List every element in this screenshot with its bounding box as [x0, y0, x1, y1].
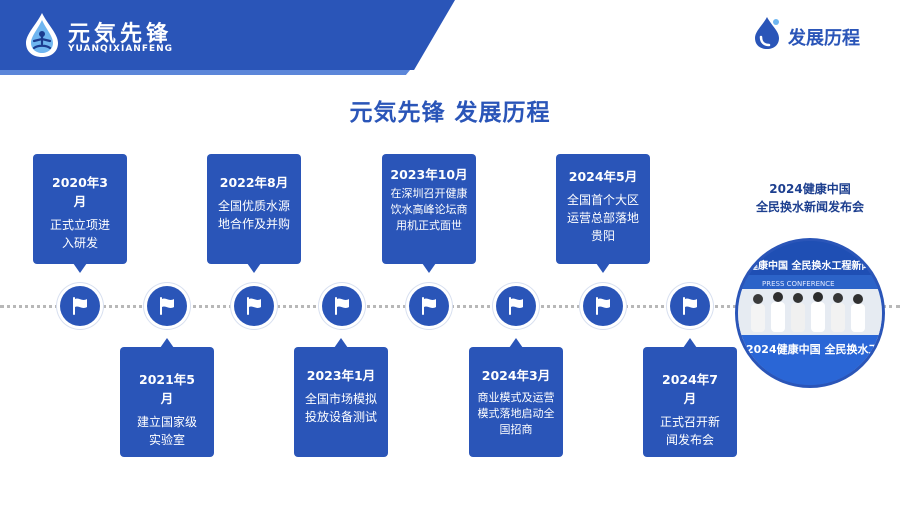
milestone-flag [409, 286, 449, 326]
event-title-line1: 2024健康中国 [769, 182, 851, 196]
photo-banner-top: 健康中国 全民换水工程新闻 [748, 259, 871, 272]
milestone-text: 在深圳召开健康饮水高峰论坛商用机正式面世 [390, 187, 468, 232]
milestone-date: 2024年7月 [662, 372, 718, 406]
photo-banner-bottom: 2024健康中国 全民换水工程 [746, 342, 882, 356]
milestone-date: 2024年5月 [568, 169, 638, 184]
milestone-flag [670, 286, 710, 326]
flag-icon [247, 297, 261, 315]
milestone-card: 2023年1月 全国市场模拟投放设备测试 [294, 338, 388, 457]
section-title: 发展历程 [788, 28, 860, 49]
milestone-card: 2023年10月 在深圳召开健康饮水高峰论坛商用机正式面世 [382, 154, 476, 273]
event-title: 2024健康中国 全民换水新闻发布会 [735, 180, 885, 216]
press-people [751, 292, 865, 332]
brand-name-en: YUANQIXIANFENG [68, 44, 174, 54]
milestone-card: 2024年7月 正式召开新闻发布会 [643, 338, 737, 457]
milestone-flag [234, 286, 274, 326]
event-photo: 健康中国 全民换水工程新闻 PRESS CONFERENCE 2024健康中国 … [735, 238, 885, 388]
brand-name: 元気先锋 [68, 22, 173, 47]
flag-icon [683, 297, 697, 315]
milestone-card: 2024年3月 商业模式及运营模式落地启动全国招商 [469, 338, 563, 457]
water-drop-icon [755, 17, 779, 49]
milestone-date: 2024年3月 [481, 368, 551, 383]
photo-banner-sub: PRESS CONFERENCE [762, 280, 835, 288]
page-title: 元気先锋 发展历程 [349, 100, 551, 126]
header-stripe [0, 70, 410, 75]
flag-icon [509, 297, 523, 315]
event-photo-scene: 健康中国 全民换水工程新闻 PRESS CONFERENCE 2024健康中国 … [738, 241, 882, 385]
milestone-card: 2020年3月 正式立项进入研发 [33, 154, 127, 273]
header-band [0, 0, 455, 70]
milestone-date: 2023年1月 [306, 368, 376, 383]
milestone-flag [322, 286, 362, 326]
flag-icon [160, 297, 174, 315]
milestone-flag [147, 286, 187, 326]
milestone-text: 建立国家级实验室 [136, 415, 197, 447]
flag-icon [422, 297, 436, 315]
milestone-text: 全国首个大区运营总部落地贵阳 [566, 193, 639, 243]
flag-icon [73, 297, 87, 315]
flag-icon [596, 297, 610, 315]
milestone-text: 商业模式及运营模式落地启动全国招商 [477, 391, 555, 436]
milestone-text: 正式立项进入研发 [49, 218, 110, 250]
milestone-flag [583, 286, 623, 326]
milestone-text: 正式召开新闻发布会 [659, 415, 720, 447]
milestone-flag [496, 286, 536, 326]
milestone-card: 2022年8月 全国优质水源地合作及并购 [207, 154, 301, 273]
timeline-line [0, 305, 900, 308]
milestone-date: 2023年10月 [390, 167, 468, 182]
milestone-date: 2022年8月 [219, 175, 289, 190]
milestone-date: 2020年3月 [52, 175, 108, 209]
milestone-flag [60, 286, 100, 326]
milestone-text: 全国市场模拟投放设备测试 [304, 392, 377, 424]
milestone-text: 全国优质水源地合作及并购 [217, 199, 290, 231]
event-title-line2: 全民换水新闻发布会 [755, 200, 864, 214]
milestone-card: 2021年5月 建立国家级实验室 [120, 338, 214, 457]
milestone-date: 2021年5月 [139, 372, 195, 406]
milestone-card: 2024年5月 全国首个大区运营总部落地贵阳 [556, 154, 650, 273]
flag-icon [335, 297, 349, 315]
water-drop-meditation-icon [26, 13, 58, 57]
